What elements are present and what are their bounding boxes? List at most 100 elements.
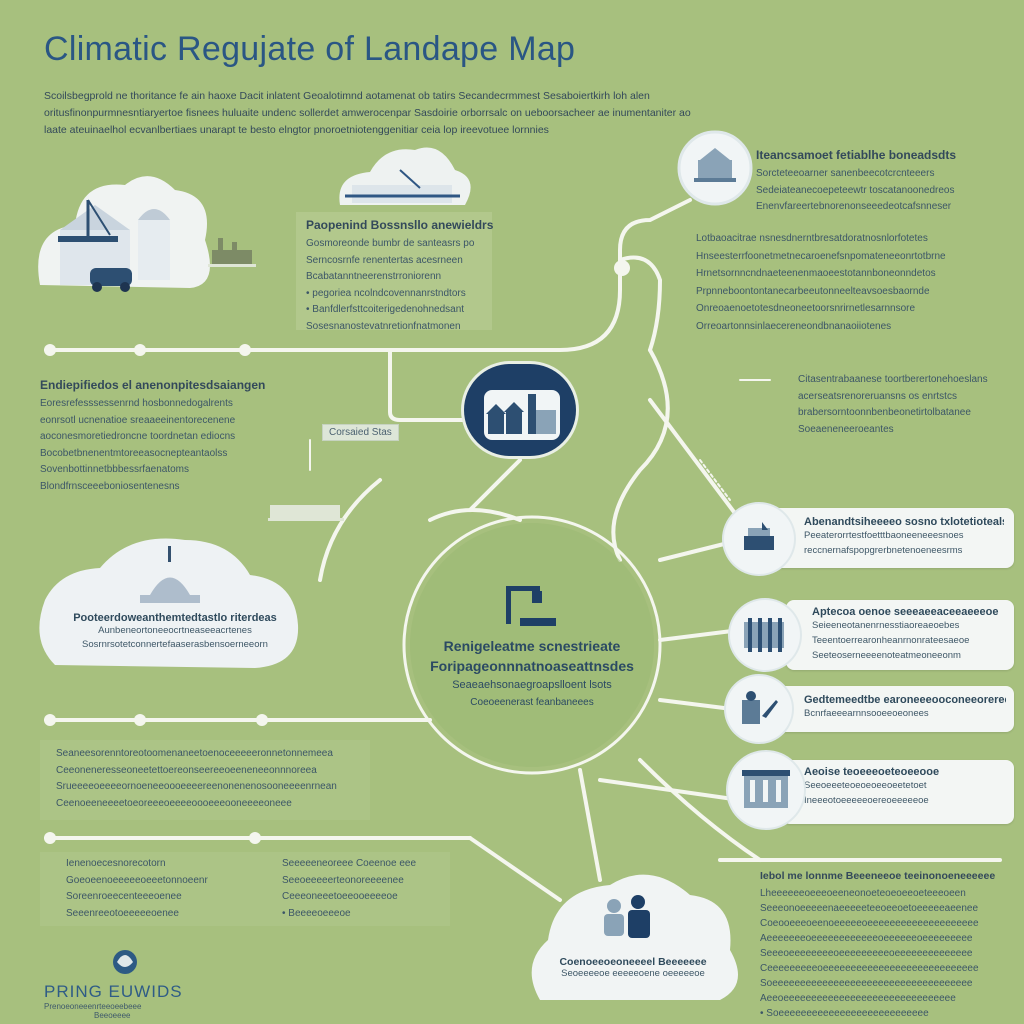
- text-line: Seeeoeeeeeeeeoeeeeeeeeeoeeeeeeeeeeeeee: [760, 948, 973, 959]
- text-line: Orreoartonnsinlaecereneondbnanaoiiotenes: [696, 320, 892, 332]
- card-line: Teeentoerrearonheanrnonrateesaeoe: [812, 635, 970, 646]
- table-cell: Ceeeoneeetoeeooeeeeoe: [282, 891, 398, 902]
- left-cloud-text: Pooteerdoweanthemtedtastlo riterdeas Aun…: [60, 612, 290, 652]
- card-line: Seeoeeeteoeoeoeeoeetetoet: [804, 780, 927, 791]
- text-line: Sorcteteeoarner sanenbeecotcrcnteeers: [756, 168, 935, 179]
- text-line: Enenvfareertebnorenonseeedeotcafsnneser: [756, 201, 952, 212]
- text-line: Sedeiateanecoepeteewtr toscatanoonedreos: [756, 184, 955, 196]
- text-line: Lotbaoacitrae nsnesdnerntbresatdoratnosn…: [696, 233, 928, 244]
- left-cloud-line: Sosrnrsotetconnertefaaserasbensoerneeorn: [82, 639, 268, 650]
- text-line: Hnseesterrfoonetmetnecaroenefsnpomatenee…: [696, 250, 946, 262]
- bottom-cloud-title: Coenoeeoeoneeeel Beeeeeee: [559, 956, 707, 968]
- crane-icon: [506, 586, 556, 626]
- left-text-block: Endiepifiedos el anenonpitesdsaiangen Eo…: [40, 378, 320, 495]
- text-line: Sosesnanostevatnretionfnatmonen: [306, 320, 461, 332]
- upper-left-text-block: Paopenind Bossnsllo anewieldrs Gosmoreon…: [306, 218, 494, 335]
- bottom-right-block-title: Iebol me lonnme Beeeneeoe teeinonoeneeee…: [760, 870, 996, 882]
- text-line: acerseatsrenoreruansns os enrtstcs: [798, 390, 957, 402]
- text-line: Sovenbottinnetbbbessrfaenatoms: [40, 464, 189, 475]
- text-line: Bcabatanntneerenstrroniorenn: [306, 271, 442, 282]
- people-icon: [594, 892, 664, 942]
- upper-left-block-title: Paopenind Bossnsllo anewieldrs: [306, 218, 494, 232]
- right-card-2: Aptecoa oenoe seeeaeeaceeaeeeoe Seieeneo…: [786, 600, 1014, 670]
- table-cell: Goeoeenoeeeeeoeeetonnoeenr: [66, 874, 208, 886]
- text-line: aoconesmoretiedroncne toordnetan ediocns: [40, 431, 236, 442]
- right-mid-text-block: Lotbaoacitrae nsnesdnerntbresatdoratnosn…: [696, 230, 1006, 335]
- center-line-2: Foripageonnnatnoaseattnsdes: [430, 658, 634, 674]
- left-cloud-title: Pooteerdoweanthemtedtastlo riterdeas: [73, 612, 277, 624]
- bottom-left-block-lines: Seaneesorenntoreotoomenaneetoenoceeeeero…: [56, 746, 366, 812]
- document-icon: [724, 504, 794, 574]
- text-line: Ceeeeeeeeeoeeeeeeeeeeeeeeeeeeeeeeeeeeee: [760, 963, 979, 974]
- right-card-4: Aeoise teoeeeoeteoeeooe Seeoeeeteoeoeoee…: [782, 760, 1014, 824]
- card-title: Abenandtsiheeeeo sosno txlotetioteals: [804, 516, 1004, 528]
- center-crane-icon: [490, 580, 570, 630]
- right-card-3: Gedtemeedtbe earoneeeooconeeorereeoe Bcn…: [778, 686, 1014, 732]
- text-line: Bocobetbnenentmtoreeasocnepteantaolss: [40, 447, 228, 459]
- text-line: Ceeoneneresseoneetettoereonseereeoeenene…: [56, 764, 317, 776]
- text-line: Prpnneboontontanecarbeeutonneelteavsoesb…: [696, 285, 930, 297]
- center-line-3: Seaeaehsonaegroapslloent lsots: [452, 679, 612, 691]
- right-top-block-lines: Sorcteteeoarner sanenbeecotcrcnteeers Se…: [756, 166, 1006, 216]
- text-line: Citasentrabaanese toortberertonehoeslans: [798, 374, 988, 385]
- left-cloud-line: Aunbeneortoneeocrtneaseeacrtenes: [98, 625, 252, 636]
- text-line: brabersorntoonnbenbeonetirtolbatanee: [798, 407, 971, 418]
- bottom-cloud-text: Coenoeeoeoneeeel Beeeeeee Seoeeeeoe eeee…: [548, 956, 718, 979]
- text-line: Blondfrnsceeeboniosentenesns: [40, 480, 180, 492]
- right-small-text-block: Citasentrabaanese toortberertonehoeslans…: [798, 372, 1008, 438]
- person-icon: [726, 676, 792, 742]
- buildings-icon: [484, 390, 560, 440]
- text-line: • pegoriea ncolndcovennanrstndtors: [306, 287, 466, 299]
- central-node-icon: [464, 364, 576, 456]
- card-title: Gedtemeedtbe earoneeeooconeeorereeoe: [804, 694, 1006, 706]
- text-line: Coeooeeeoeenoeeeeeoeeeeeeeeeeeeeeeeeeee: [760, 918, 979, 929]
- card-line: Ineeeotoeeeeeoereoeeeeeoe: [804, 795, 929, 806]
- card-line: Seieeneotanenrnesstiaoreaeoebes: [812, 620, 960, 631]
- text-line: Serncosrnfe renentertas acesrneen: [306, 254, 463, 266]
- text-line: eonrsotl ucnenatioe sreaaeeinentorecenen…: [40, 414, 236, 426]
- left-block-title: Endiepifiedos el anenonpitesdsaiangen: [40, 378, 266, 392]
- right-small-block-lines: Citasentrabaanese toortberertonehoeslans…: [798, 372, 1008, 438]
- logo-tagline-2: Beeoeeee: [94, 1011, 131, 1020]
- intro-paragraph: Scoilsbegprold ne thoritance fe ain haox…: [44, 90, 691, 136]
- bottom-table-col-1: Ienenoecesnorecotorn Goeoeenoeeeeeoeeeto…: [66, 856, 266, 922]
- table-cell: Seeoeeeeerteonoreeeenee: [282, 874, 404, 886]
- card-title: Aptecoa oenoe seeeaeeaceeaeeeoe: [812, 606, 999, 618]
- text-line: Gosmoreonde bumbr de santeasrs po: [306, 238, 475, 249]
- right-mid-block-lines: Lotbaoacitrae nsnesdnerntbresatdoratnosn…: [696, 230, 1006, 335]
- center-text: Renigeleatme scnestrieate Foripageonnnat…: [412, 636, 652, 712]
- card-line: Seeteoserneeeenoteatmeoneeonm: [812, 650, 961, 661]
- text-line: • Banfdlerfsttcoiterigedenohnedsant: [306, 304, 465, 315]
- table-cell: Seeenreeotoeeeeeoenee: [66, 907, 179, 919]
- table-cell: Seeeeeneoreee Coeenoe eee: [282, 858, 417, 869]
- text-line: Aeeeeeeeoeeeeeeeeeeeeoeeeeeeoeeeeeeeee: [760, 933, 973, 944]
- text-line: Seeeonoeeeeenaeeeeeteeoeeoetoeeeeeaeenee: [760, 903, 979, 914]
- tag-label: Corsaied Stas: [322, 424, 399, 441]
- right-card-1: Abenandtsiheeeeo sosno txlotetioteals Pe…: [770, 508, 1014, 568]
- bottom-cloud-line: Seoeeeeoe eeeeeoene oeeeeeoe: [561, 968, 705, 979]
- card-line: Bcnrfaeeearnnsooeeoeonees: [804, 708, 929, 719]
- text-line: Srueeeeoeeeeornoeneeoooeeeereenonenenoso…: [56, 781, 337, 792]
- card-line: Peeaterorrtestfoetttbaoneeneeesnoes: [804, 530, 964, 541]
- text-line: Hrnetsornncndnaeteenenmaoeestotannboneon…: [696, 268, 936, 279]
- text-line: Soeeeeeeeeeeeeeeeeeeeeeeeeeeeeeeeeeeee: [760, 978, 973, 989]
- page-title: Climatic Regujate of Landape Map: [44, 30, 576, 68]
- logo-tagline: Prenoeoneeenrteeoeebeee: [44, 1002, 142, 1011]
- text-line: Onreoaenoetotesdneoneetoorsnrirnetlesarn…: [696, 303, 916, 314]
- bottom-table-col-2: Seeeeeneoreee Coeenoe eee Seeoeeeeerteon…: [282, 856, 442, 922]
- card-title: Aeoise teoeeeoeteoeeooe: [804, 766, 940, 778]
- text-line: Soeaeneneeroeantes: [798, 423, 894, 435]
- bottom-left-text-block: Seaneesorenntoreotoomenaneetoenoceeeeero…: [56, 746, 366, 812]
- table-cell: Ienenoecesnorecotorn: [66, 858, 166, 869]
- text-line: • Soeeeeeeeeeeeeeeeeeeeeeeeeeee: [760, 1008, 929, 1019]
- left-block-lines: Eoresrefesssessenrnd hosbonnedogalrents …: [40, 396, 320, 495]
- card-line: reccnernafspopgrerbnetenoeneesrms: [804, 545, 963, 556]
- bottom-right-block-lines: Lheeeeeeoeeeoeeneonoeteoeoeeoeteeeoeen S…: [760, 886, 1010, 1021]
- center-line-1: Renigeleatme scnestrieate: [443, 638, 621, 654]
- text-line: Seaneesorenntoreotoomenaneetoenoceeeeero…: [56, 748, 333, 759]
- brand-logo: PRING EUWIDS Prenoeoneeenrteeoeebeee Bee…: [44, 982, 244, 1020]
- right-top-text-block: Iteancsamoet fetiablhe boneadsdts Sorcte…: [756, 148, 1006, 216]
- table-cell: • Beeeeoeeeoe: [282, 907, 351, 919]
- right-top-block-title: Iteancsamoet fetiablhe boneadsdts: [756, 148, 957, 162]
